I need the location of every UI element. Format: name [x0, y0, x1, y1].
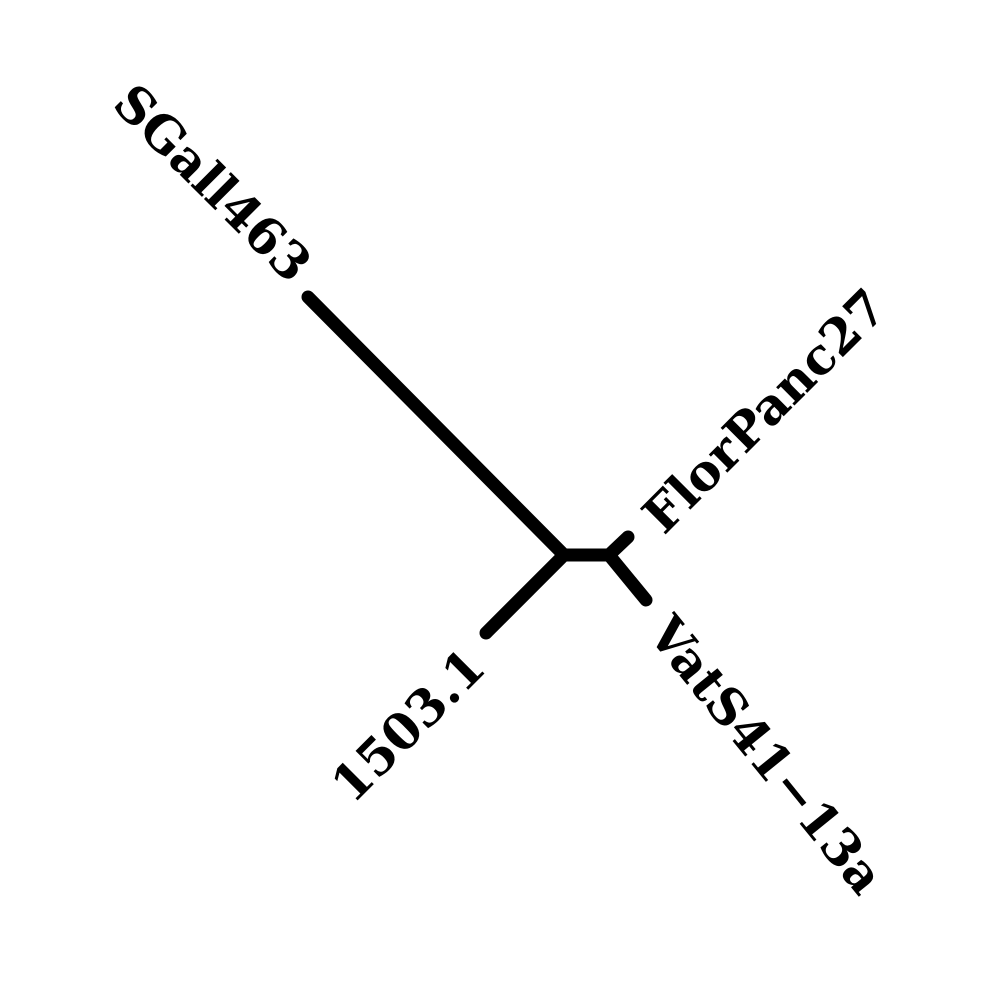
tip-label-florpanc27: FlorPanc27 — [631, 277, 898, 544]
tip-label-vats41-13a: VatS41−13a — [636, 604, 896, 906]
tip-label-1503-1: 1503.1 — [319, 637, 496, 814]
tip-label-sgall463: SGall463 — [102, 72, 323, 293]
branch-vats41-13a — [602, 548, 653, 607]
branch-sgall463 — [301, 290, 571, 562]
branch-1503-1 — [479, 548, 571, 640]
